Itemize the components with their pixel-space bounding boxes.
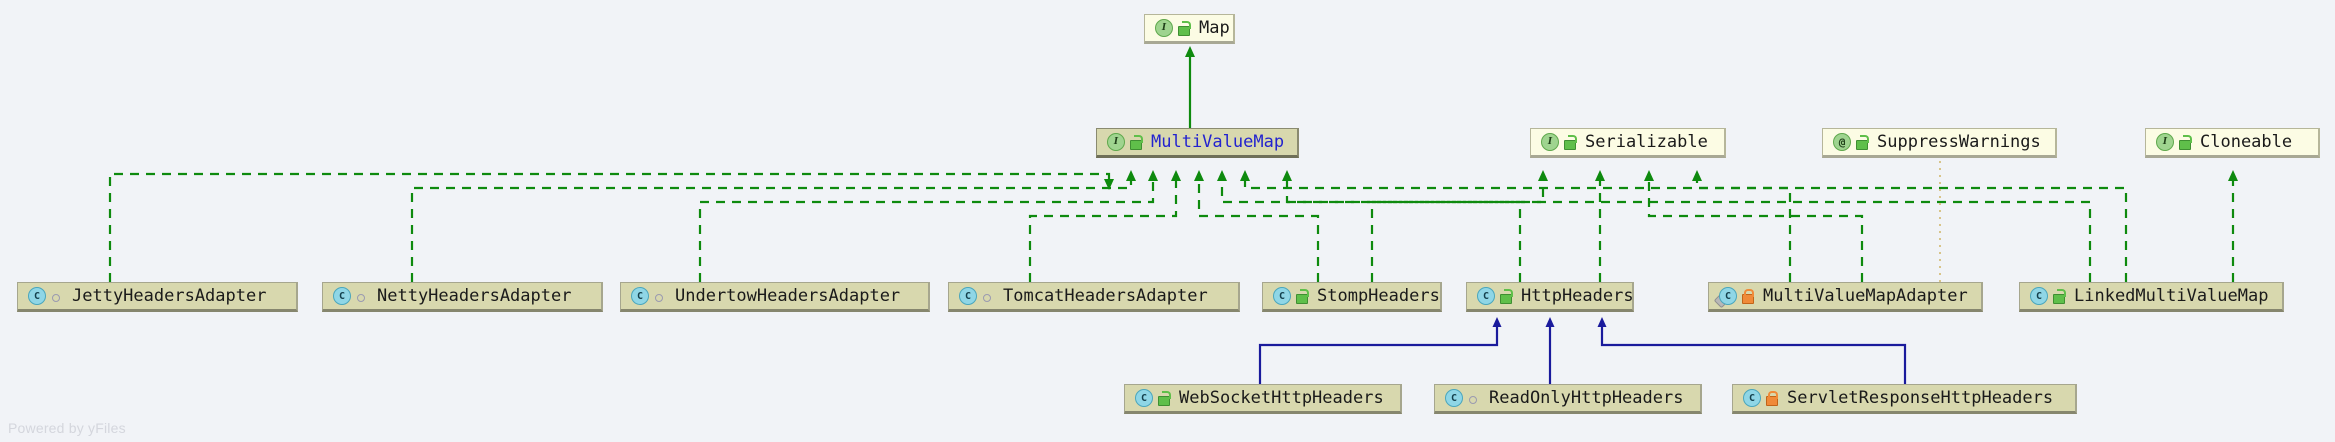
lock-open-icon <box>1294 287 1309 305</box>
class-icon: C <box>333 287 351 305</box>
class-icon: C <box>2030 287 2048 305</box>
edges-to-serializable <box>1370 170 2128 282</box>
class-icon: C <box>1743 389 1761 407</box>
node-label: MultiValueMapAdapter <box>1763 285 1968 306</box>
lock-open-icon <box>1176 19 1191 37</box>
abstract-class-icon: C <box>1719 287 1737 305</box>
node-label: StompHeaders <box>1317 285 1440 306</box>
node-suppresswarnings[interactable]: @ SuppressWarnings <box>1822 128 2057 158</box>
node-label: Cloneable <box>2200 131 2293 152</box>
node-map[interactable]: I Map <box>1144 14 1235 44</box>
node-tomcatheadersadapter[interactable]: C TomcatHeadersAdapter <box>948 282 1240 312</box>
lock-open-icon <box>1156 389 1171 407</box>
node-label: HttpHeaders <box>1521 285 1634 306</box>
node-stompheaders[interactable]: C StompHeaders <box>1262 282 1442 312</box>
interface-icon: I <box>1107 133 1125 151</box>
package-private-icon <box>980 287 995 305</box>
class-icon: C <box>959 287 977 305</box>
lock-open-icon <box>1854 133 1869 151</box>
node-label: Map <box>1199 17 1230 38</box>
node-label: UndertowHeadersAdapter <box>675 285 901 306</box>
class-icon: C <box>1477 287 1495 305</box>
lock-closed-icon <box>1740 287 1755 305</box>
node-label: WebSocketHttpHeaders <box>1179 387 1384 408</box>
node-label: NettyHeadersAdapter <box>377 285 572 306</box>
lock-open-icon <box>2051 287 2066 305</box>
node-label: Serializable <box>1585 131 1708 152</box>
interface-icon: I <box>2156 133 2174 151</box>
node-serializable[interactable]: I Serializable <box>1530 128 1726 158</box>
node-label: MultiValueMap <box>1151 131 1285 152</box>
edges-to-httpheaders <box>1258 317 1907 384</box>
package-private-icon <box>1466 389 1481 407</box>
node-websockethttpheaders[interactable]: C WebSocketHttpHeaders <box>1124 384 1402 414</box>
node-httpheaders[interactable]: C HttpHeaders <box>1466 282 1634 312</box>
edges-to-multivaluemap <box>108 170 2092 282</box>
interface-icon: I <box>1155 19 1173 37</box>
yfiles-watermark: Powered by yFiles <box>8 420 126 436</box>
node-label: ReadOnlyHttpHeaders <box>1489 387 1684 408</box>
node-label: LinkedMultiValueMap <box>2074 285 2269 306</box>
node-undertowheadersadapter[interactable]: C UndertowHeadersAdapter <box>620 282 930 312</box>
lock-open-icon <box>1562 133 1577 151</box>
lock-closed-icon <box>1764 389 1779 407</box>
node-multivaluemapadapter[interactable]: C MultiValueMapAdapter <box>1708 282 1983 312</box>
package-private-icon <box>49 287 64 305</box>
node-multivaluemap[interactable]: I MultiValueMap <box>1096 128 1299 158</box>
node-cloneable[interactable]: I Cloneable <box>2145 128 2320 158</box>
package-private-icon <box>354 287 369 305</box>
lock-open-icon <box>1128 133 1143 151</box>
node-linkedmultivaluemap[interactable]: C LinkedMultiValueMap <box>2019 282 2284 312</box>
node-jettyheadersadapter[interactable]: C JettyHeadersAdapter <box>17 282 298 312</box>
interface-icon: I <box>1541 133 1559 151</box>
class-icon: C <box>1273 287 1291 305</box>
node-label: ServletResponseHttpHeaders <box>1787 387 2054 408</box>
node-label: SuppressWarnings <box>1877 131 2041 152</box>
lock-open-icon <box>2177 133 2192 151</box>
node-nettyheadersadapter[interactable]: C NettyHeadersAdapter <box>322 282 603 312</box>
annotation-icon: @ <box>1833 133 1851 151</box>
node-readonlyhttpheaders[interactable]: C ReadOnlyHttpHeaders <box>1434 384 1702 414</box>
node-servletresponsehttpheaders[interactable]: C ServletResponseHttpHeaders <box>1732 384 2077 414</box>
class-icon: C <box>1445 389 1463 407</box>
node-label: TomcatHeadersAdapter <box>1003 285 1208 306</box>
node-label: JettyHeadersAdapter <box>72 285 267 306</box>
class-icon: C <box>631 287 649 305</box>
package-private-icon <box>652 287 667 305</box>
lock-open-icon <box>1498 287 1513 305</box>
class-icon: C <box>28 287 46 305</box>
class-icon: C <box>1135 389 1153 407</box>
